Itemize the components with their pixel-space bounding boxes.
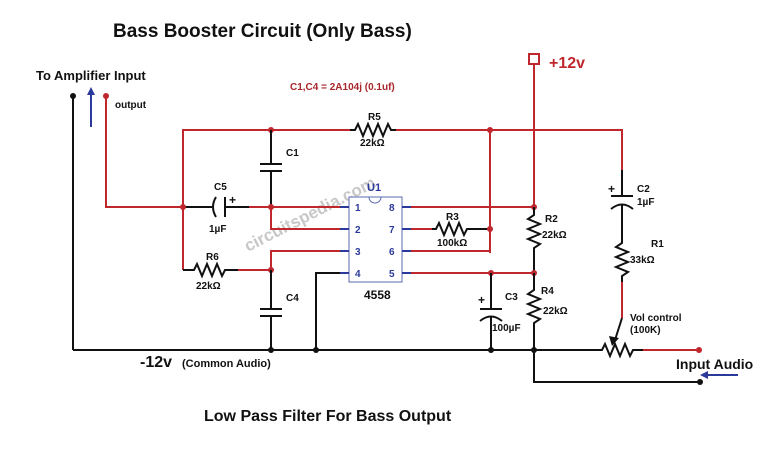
supply-positive-terminal[interactable]: [528, 53, 540, 65]
junction: [180, 204, 186, 210]
ic-pin-2: 2: [355, 225, 361, 236]
r2-ref: R2: [545, 214, 558, 225]
capacitor-c5: [212, 196, 217, 218]
resistor-r6: [183, 261, 238, 279]
supply-positive-label: +12v: [549, 55, 585, 72]
output-wire: [105, 96, 183, 208]
r3-ref: R3: [446, 212, 459, 223]
c5-ref: C5: [214, 182, 227, 193]
potentiometer-vol-control[interactable]: [600, 341, 643, 359]
r4-ref: R4: [541, 286, 554, 297]
input-audio-label: Input Audio: [676, 356, 753, 372]
supply-negative-note: (Common Audio): [182, 358, 271, 370]
ic-pin-7: 7: [389, 225, 395, 236]
r4-value: 22kΩ: [543, 306, 568, 317]
r5-value: 22kΩ: [360, 138, 385, 149]
ic-pin-8: 8: [389, 203, 395, 214]
c4-ref: C4: [286, 293, 299, 304]
output-label: output: [115, 100, 147, 111]
c5-plus-icon: +: [229, 193, 236, 207]
r6-ref: R6: [206, 252, 219, 263]
r1-value: 33kΩ: [630, 255, 655, 266]
capacitor-note: C1,C4 = 2A104j (0.1uf): [290, 82, 395, 93]
c1-ref: C1: [286, 148, 299, 159]
ic-part: 4558: [364, 288, 391, 302]
vol-control-value: (100K): [630, 325, 661, 336]
c3-plus-icon: +: [478, 293, 485, 307]
top-wire: [396, 129, 623, 170]
supply-negative-label: -12v: [140, 354, 172, 371]
ic-pin-6: 6: [389, 247, 395, 258]
resistor-r5: [350, 121, 396, 139]
c3-value: 100µF: [492, 323, 521, 334]
c2-value: 1µF: [637, 197, 654, 208]
r5-ref: R5: [368, 112, 381, 123]
input-signal-terminal[interactable]: [696, 347, 702, 353]
diagram-title: Bass Booster Circuit (Only Bass): [113, 21, 412, 42]
ic-pin-1: 1: [355, 203, 361, 214]
c2-plus-icon: +: [608, 182, 615, 196]
ic-pin-4: 4: [355, 269, 361, 280]
c3-ref: C3: [505, 292, 518, 303]
ic-ref: U1: [367, 182, 381, 194]
input-ground-wire: [533, 350, 700, 383]
potentiometer-wiper[interactable]: [614, 317, 623, 341]
c2-ref: C2: [637, 184, 650, 195]
r3-value: 100kΩ: [437, 238, 467, 249]
resistor-r1: [613, 240, 631, 282]
ic-pin-5: 5: [389, 269, 395, 280]
diagram-subtitle: Low Pass Filter For Bass Output: [204, 408, 452, 425]
wiper-arrow-icon: [609, 336, 619, 346]
ic-pin-3: 3: [355, 247, 361, 258]
ic-notch: [368, 196, 382, 204]
feedback-wire-left: [182, 129, 350, 270]
ic-u1: [348, 196, 403, 283]
vol-control-label: Vol control: [630, 313, 682, 324]
amp-input-label: To Amplifier Input: [36, 68, 146, 83]
arrow-left-icon: [700, 371, 708, 379]
r2-value: 22kΩ: [542, 230, 567, 241]
resistor-r3: [432, 220, 490, 238]
input-ground-terminal[interactable]: [697, 379, 703, 385]
output-ground-terminal[interactable]: [70, 93, 76, 99]
c5-value: 1µF: [209, 224, 226, 235]
arrow-up-icon: [87, 87, 95, 95]
r6-value: 22kΩ: [196, 281, 221, 292]
resistor-r2: [525, 207, 543, 272]
resistor-r4: [525, 273, 543, 350]
r1-ref: R1: [651, 239, 664, 250]
